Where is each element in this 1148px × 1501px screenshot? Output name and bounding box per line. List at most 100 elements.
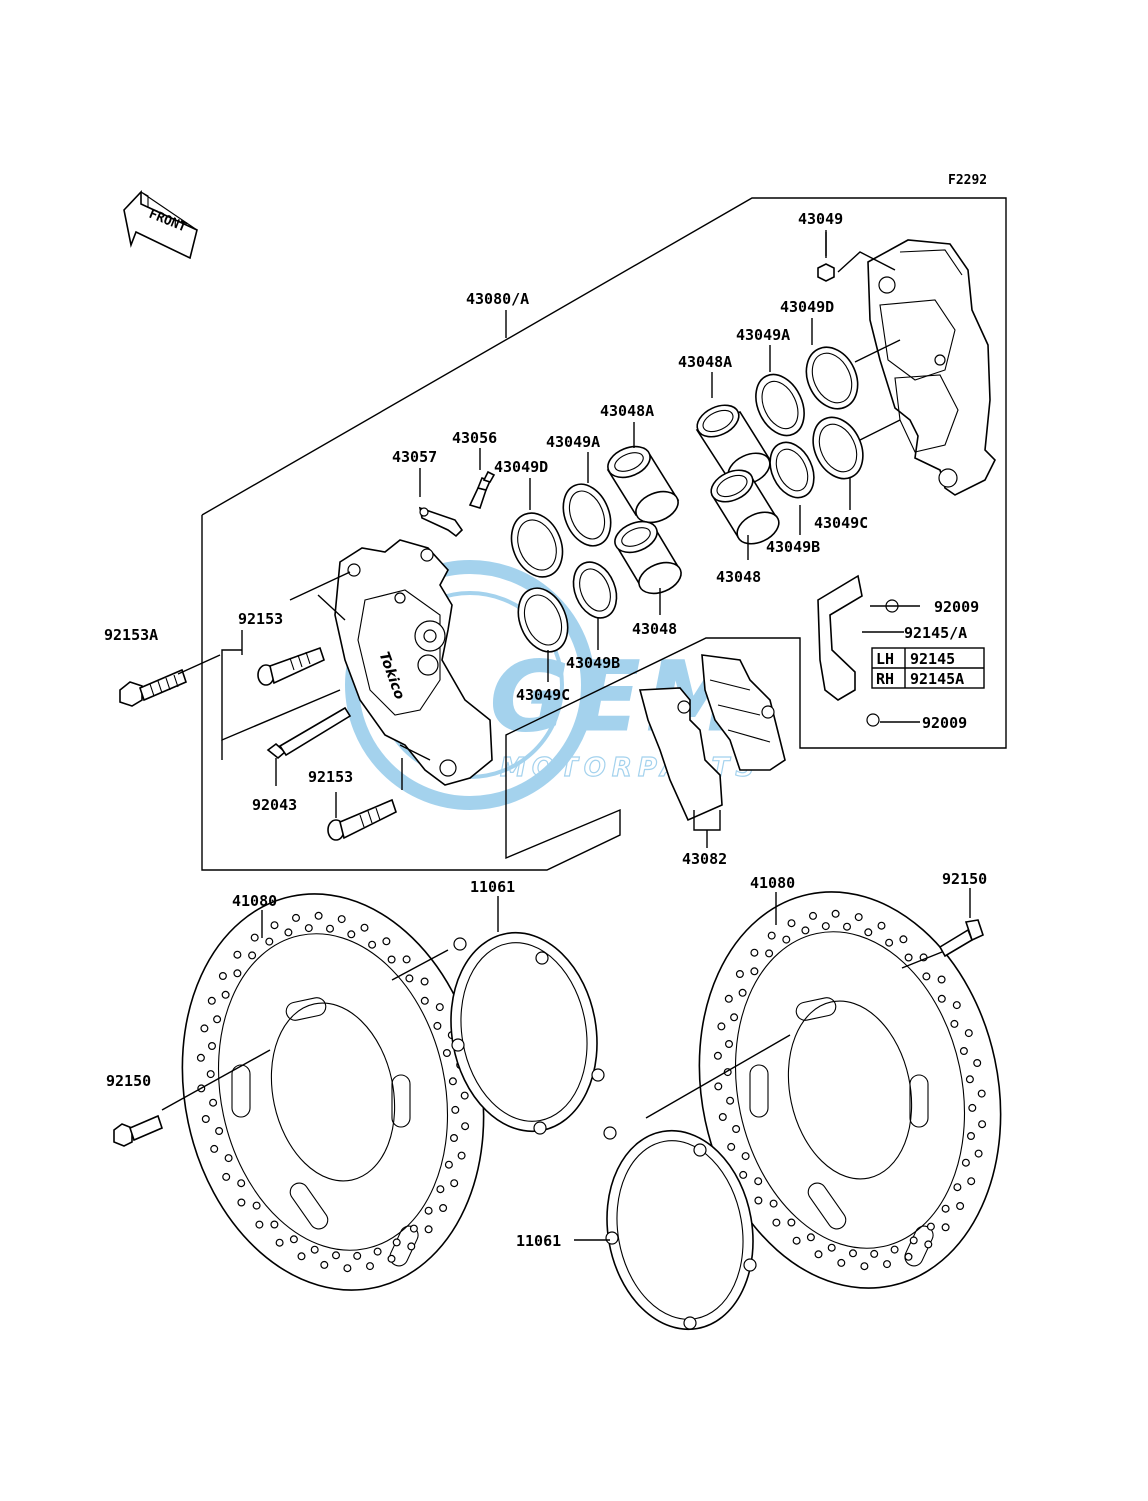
disc-vent-hole [782, 935, 791, 944]
pad-spring-92145 [817, 574, 863, 701]
disc-vent-hole [854, 913, 863, 922]
screw-92009-bottom [866, 713, 880, 727]
disc-vent-hole [937, 975, 946, 984]
disc-vent-hole [718, 1112, 727, 1121]
label-92153-top: 92153 [238, 610, 283, 628]
disc-vent-hole [373, 1247, 382, 1256]
disc-vent-hole [724, 994, 733, 1003]
disc-vent-hole [961, 1158, 970, 1167]
disc-vent-hole [233, 950, 242, 959]
disc-vent-hole [420, 977, 429, 986]
disc-vent-hole [360, 923, 369, 932]
seal-43049a-right [755, 373, 805, 437]
disc-vent-hole [407, 1242, 416, 1251]
disc-vent-hole [289, 1235, 298, 1244]
disc-vent-hole [433, 1021, 442, 1030]
label-43049b-right: 43049B [766, 538, 820, 556]
disc-vent-hole [924, 1240, 933, 1249]
disc-vent-hole [965, 1075, 974, 1084]
disc-vent-hole [310, 1245, 319, 1254]
disc-vent-hole [353, 1251, 362, 1260]
disc-vent-hole [451, 1105, 460, 1114]
watermark-ring [345, 560, 595, 810]
label-92150-right: 92150 [942, 870, 987, 888]
disc-vent-hole [754, 1196, 763, 1205]
disc-vent-hole [297, 1252, 306, 1261]
disc-vent-hole [899, 935, 908, 944]
disc-vent-hole [837, 1258, 846, 1267]
disc-vent-hole [215, 1126, 224, 1135]
disc-vent-hole [890, 1245, 899, 1254]
disc-vent-hole [304, 924, 313, 933]
bolt-92153-top [257, 646, 325, 686]
piston-43048-left [614, 520, 682, 595]
disc-vent-hole [717, 1022, 726, 1031]
label-92153a: 92153A [104, 626, 158, 644]
disc-vent-hole [210, 1144, 219, 1153]
disc-vent-hole [724, 1039, 733, 1048]
disc-vent-hole [904, 953, 913, 962]
disc-vent-hole [806, 1233, 815, 1242]
disc-vent-hole [739, 1170, 748, 1179]
bleeder-cap-43057 [418, 506, 464, 538]
label-43048a-left: 43048A [600, 402, 654, 420]
disc-vent-hole [787, 1218, 796, 1227]
disc-vent-hole [221, 990, 230, 999]
disc-vent-hole [248, 951, 257, 960]
disc-vent-hole [973, 1058, 982, 1067]
disc-vent-hole [255, 1220, 264, 1229]
label-43049d-left: 43049D [494, 458, 548, 476]
disc-vent-hole [714, 1082, 723, 1091]
disc-vent-hole [801, 926, 810, 935]
seal-43049d-left [510, 512, 564, 578]
disc-vent-hole [201, 1114, 210, 1123]
disc-vent-hole [741, 1152, 750, 1161]
label-43048a-right: 43048A [678, 353, 732, 371]
label-92153-bottom: 92153 [308, 768, 353, 786]
disc-vent-hole [952, 1001, 961, 1010]
disc-vent-hole [382, 937, 391, 946]
disc-vent-hole [926, 1222, 935, 1231]
figure-code: F2292 [948, 173, 987, 188]
brake-disc-left-41080 [181, 893, 485, 1291]
label-43049d-right: 43049D [780, 298, 834, 316]
assembly-outline [201, 197, 1007, 871]
disc-vent-hole [424, 1206, 433, 1215]
disc-vent-hole [904, 1252, 913, 1261]
disc-vent-hole [814, 1250, 823, 1259]
disc-vent-hole [206, 1070, 215, 1079]
disc-vent-hole [218, 971, 227, 980]
disc-vent-hole [200, 1024, 209, 1033]
disc-vent-hole [964, 1029, 973, 1038]
seal-43049a-left [562, 483, 612, 547]
disc-vent-hole [237, 1179, 246, 1188]
disc-vent-hole [792, 1236, 801, 1245]
disc-vent-hole [320, 1260, 329, 1269]
label-43082: 43082 [682, 850, 727, 868]
disc-vent-hole [314, 911, 323, 920]
disc-vent-hole [436, 1185, 445, 1194]
disc-vent-hole [270, 921, 279, 930]
variant-side-rh: RH [876, 670, 894, 688]
disc-vent-hole [827, 1243, 836, 1252]
disc-vent-hole [196, 1053, 205, 1062]
disc-vent-hole [959, 1046, 968, 1055]
disc-vent-hole [444, 1160, 453, 1169]
disc-vent-hole [738, 988, 747, 997]
disc-vent-hole [337, 915, 346, 924]
variant-part-rh: 92145A [910, 670, 964, 688]
disc-vent-hole [222, 1172, 231, 1181]
seal-43049c-left [517, 587, 569, 653]
disc-vent-hole [956, 1201, 965, 1210]
disc-vent-hole [864, 928, 873, 937]
disc-vent-hole [754, 1177, 763, 1186]
label-43057: 43057 [392, 448, 437, 466]
disc-vent-hole [977, 1089, 986, 1098]
disc-vent-hole [368, 940, 377, 949]
disc-vent-hole [332, 1251, 341, 1260]
disc-vent-hole [270, 1220, 279, 1229]
disc-vent-hole [207, 996, 216, 1005]
disc-vent-hole [448, 1077, 457, 1086]
disc-vent-hole [808, 911, 817, 920]
disc-vent-hole [265, 937, 274, 946]
